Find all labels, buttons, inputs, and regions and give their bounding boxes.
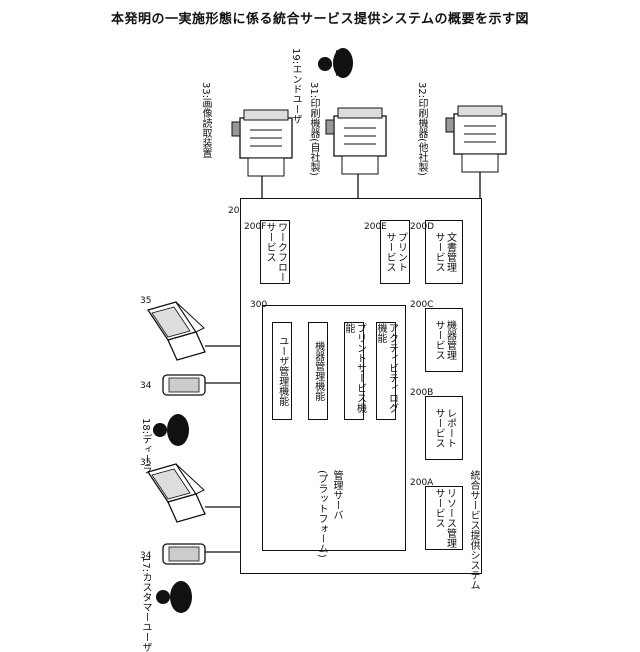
function-user-management: ユーザ管理機能 [272, 322, 292, 420]
server-label: 管理サーバ (プラットフォーム) [314, 470, 344, 558]
function-label: プリントサービス機能 [343, 323, 366, 419]
function-label: 機器管理機能 [312, 341, 324, 401]
service-resource-management: リソース管理 サービス [425, 486, 463, 550]
system-ref: 20 [228, 206, 239, 216]
device-printer-31 [326, 108, 386, 174]
device-scanner-33 [232, 110, 292, 176]
function-label: ユーザ管理機能 [276, 336, 288, 406]
function-print-service: プリントサービス機能 [344, 322, 364, 420]
ref-200A: 200A [410, 478, 433, 488]
ref-laptop: 35 [140, 296, 151, 306]
service-device-management: 機器管理 サービス [425, 308, 463, 372]
smartphone-icon [163, 375, 205, 395]
person-end-user-icon [318, 48, 353, 78]
smartphone-icon [163, 544, 205, 564]
ref-200C: 200C [410, 300, 433, 310]
ref-200B: 200B [410, 388, 433, 398]
dealer-label: 18:ディーラ [138, 418, 153, 474]
scanner-label: 33:画像読取装置 [198, 82, 213, 158]
ref-phone: 34 [140, 381, 151, 391]
printer-own-label: 31:印刷機器(自社製) [306, 82, 321, 176]
customer-user-label: 17:カスタマーユーザ [138, 556, 153, 652]
person-customer-user-icon [156, 581, 192, 613]
ref-200F: 200F [244, 222, 266, 232]
person-dealer-icon [153, 414, 189, 446]
printer-other-label: 32:印刷機器(他社製) [414, 82, 429, 176]
ref-200D: 200D [410, 222, 434, 232]
end-user-label: 19:エンドユーザ [288, 48, 303, 124]
system-label: 統合サービス提供システム [466, 470, 481, 590]
function-activity-log: アクティビティログ機能 [376, 322, 396, 420]
device-printer-32 [446, 106, 506, 172]
laptop-icon [148, 302, 205, 360]
function-label: アクティビティログ機能 [375, 323, 398, 419]
ref-200E: 200E [364, 222, 387, 232]
function-device-management: 機器管理機能 [308, 322, 328, 420]
server-ref: 300 [250, 300, 267, 310]
service-report: レポート サービス [425, 396, 463, 460]
laptop-icon [148, 464, 205, 522]
